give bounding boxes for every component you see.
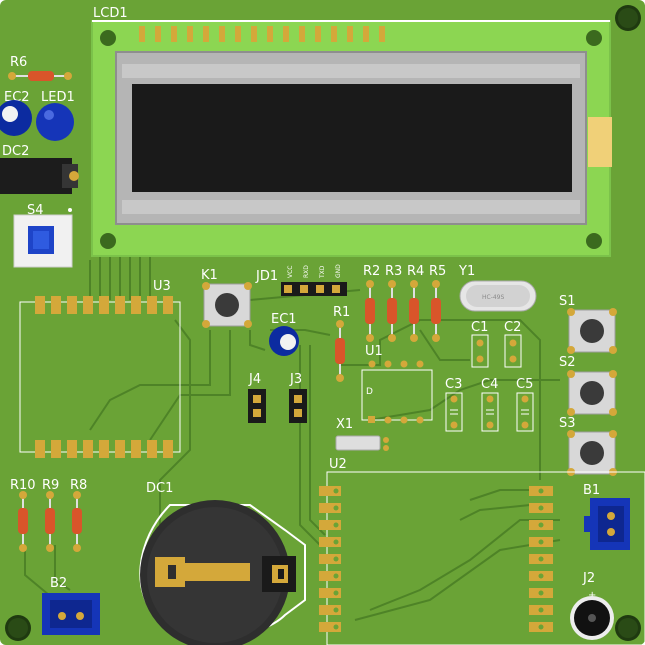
r9-resistor[interactable] — [45, 491, 55, 552]
dc2-power-jack[interactable] — [0, 158, 79, 194]
j4-jumper[interactable] — [248, 389, 266, 423]
label-b1: B1 — [583, 483, 600, 498]
label-j3: J3 — [289, 372, 302, 387]
label-c4: C4 — [481, 377, 498, 392]
label-u1: U1 — [365, 344, 383, 359]
jd1-pin-vcc: VCC — [287, 266, 294, 278]
label-r4: R4 — [407, 264, 424, 279]
c5-capacitor[interactable] — [516, 392, 534, 432]
label-r3: R3 — [385, 264, 402, 279]
lcd1-module[interactable] — [91, 20, 612, 257]
label-r10: R10 — [10, 478, 36, 493]
c1-capacitor[interactable] — [471, 334, 489, 368]
label-s2: S2 — [559, 355, 576, 370]
k1-button[interactable] — [202, 282, 252, 328]
lcd1-screen — [132, 84, 572, 192]
jd1-pin-rxd: RXD — [303, 265, 310, 278]
jd1-header[interactable] — [281, 282, 347, 296]
label-y1: Y1 — [458, 264, 475, 279]
label-c3: C3 — [445, 377, 462, 392]
lcd1-header-pins — [139, 26, 385, 42]
label-r6: R6 — [10, 55, 27, 70]
r6-resistor[interactable] — [8, 71, 72, 81]
label-c1: C1 — [471, 320, 488, 335]
label-r5: R5 — [429, 264, 446, 279]
label-k1: K1 — [201, 268, 218, 283]
dc1-battery-holder[interactable] — [139, 500, 306, 645]
y1-crystal-marking: HC-49S — [482, 294, 505, 301]
c4-capacitor[interactable] — [481, 392, 499, 432]
label-s4: S4 — [27, 203, 44, 218]
label-s3: S3 — [559, 416, 576, 431]
r5-resistor[interactable] — [431, 280, 441, 342]
s4-switch[interactable] — [13, 208, 73, 268]
label-lcd1: LCD1 — [93, 6, 128, 21]
jd1-pin-gnd: GND — [335, 264, 342, 278]
label-b2: B2 — [50, 576, 67, 591]
ec1-capacitor[interactable] — [269, 326, 299, 356]
r1-resistor[interactable] — [335, 320, 345, 382]
label-r8: R8 — [70, 478, 87, 493]
r10-resistor[interactable] — [18, 491, 28, 552]
u1-ic[interactable] — [361, 360, 433, 424]
y1-crystal[interactable] — [459, 280, 537, 312]
j3-jumper[interactable] — [289, 389, 307, 423]
r4-resistor[interactable] — [409, 280, 419, 342]
u3-module[interactable] — [19, 296, 181, 458]
j2-plus-marker: + — [588, 590, 596, 601]
label-j2: J2 — [582, 571, 595, 586]
label-r9: R9 — [42, 478, 59, 493]
label-s1: S1 — [559, 294, 576, 309]
label-dc2: DC2 — [2, 144, 29, 159]
mounting-holes — [5, 5, 641, 641]
label-ec1: EC1 — [271, 312, 297, 327]
r3-resistor[interactable] — [387, 280, 397, 342]
u2-right-pins — [529, 486, 553, 632]
b1-connector[interactable] — [584, 498, 630, 550]
u2-left-pins — [319, 486, 341, 632]
j2-buzzer[interactable] — [570, 596, 614, 640]
label-led1: LED1 — [41, 90, 75, 105]
label-j4: J4 — [248, 372, 261, 387]
s3-button[interactable] — [567, 430, 617, 476]
b2-connector[interactable] — [42, 593, 100, 635]
label-dc1: DC1 — [146, 481, 173, 496]
u1-pin1-marker: D — [366, 387, 373, 397]
s2-button[interactable] — [567, 370, 617, 416]
label-u2: U2 — [329, 457, 347, 472]
c2-capacitor[interactable] — [504, 334, 522, 368]
label-c2: C2 — [504, 320, 521, 335]
s1-button[interactable] — [567, 308, 617, 354]
led1[interactable] — [36, 103, 74, 141]
x1-crystal[interactable] — [335, 435, 389, 451]
label-r1: R1 — [333, 305, 350, 320]
label-u3: U3 — [153, 279, 171, 294]
u2-module[interactable] — [319, 471, 645, 645]
label-c5: C5 — [516, 377, 533, 392]
r8-resistor[interactable] — [72, 491, 82, 552]
label-r2: R2 — [363, 264, 380, 279]
label-x1: X1 — [336, 417, 353, 432]
c3-capacitor[interactable] — [445, 392, 463, 432]
jd1-pin-txd: TXD — [319, 265, 326, 279]
label-jd1: JD1 — [255, 269, 278, 284]
ec2-capacitor[interactable] — [0, 100, 32, 136]
r2-resistor[interactable] — [365, 280, 375, 342]
